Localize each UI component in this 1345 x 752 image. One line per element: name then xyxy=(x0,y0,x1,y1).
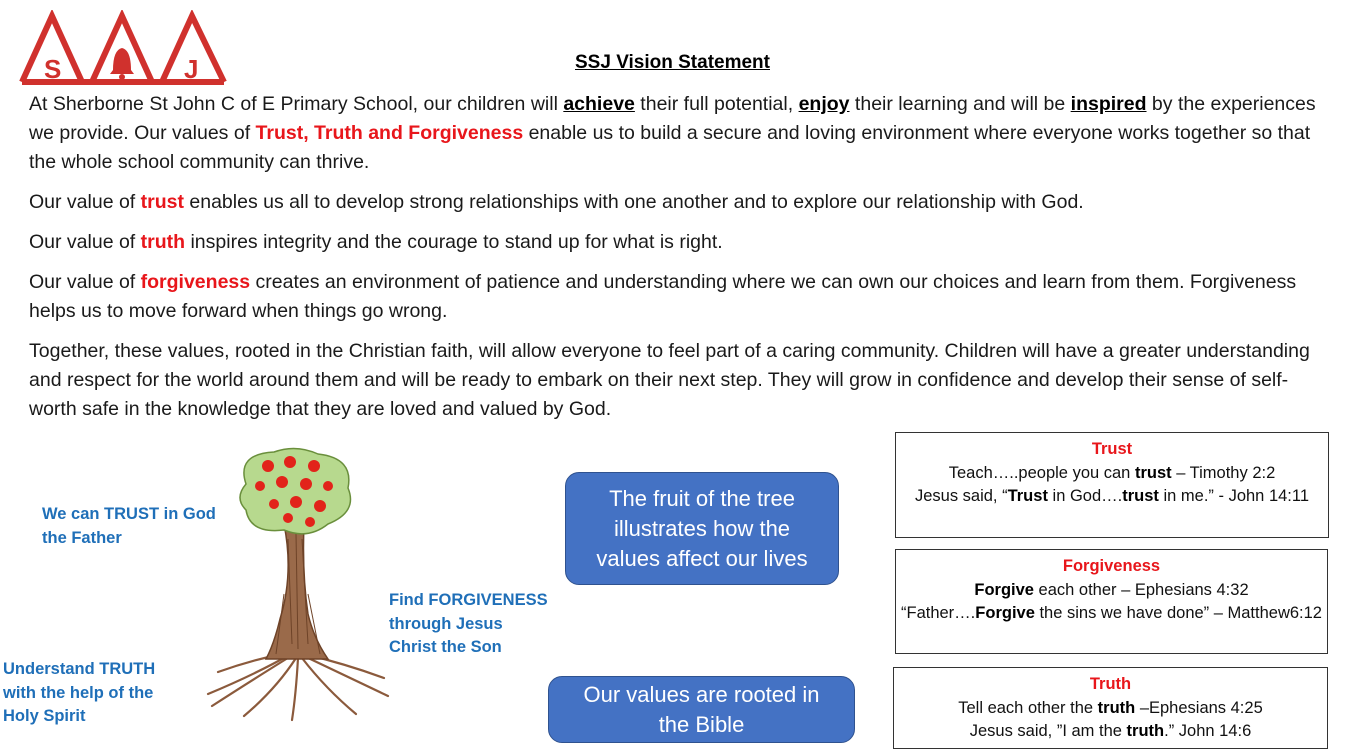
keyword-forgiveness: forgiveness xyxy=(140,271,251,293)
keyword-values: Trust, Truth and Forgiveness xyxy=(255,122,524,144)
forgiveness-verse-1: Forgive each other – Ephesians 4:32 xyxy=(974,580,1249,599)
bell-clapper-icon xyxy=(119,74,125,80)
truth-paragraph: Our value of truth inspires integrity an… xyxy=(29,231,723,253)
truth-verse-1: Tell each other the truth –Ephesians 4:2… xyxy=(958,698,1263,717)
tree-illustration xyxy=(206,447,390,722)
trunk-bark-lines xyxy=(275,533,321,655)
forgiveness-paragraph: Our value of forgiveness creates an envi… xyxy=(29,271,1297,322)
tree-roots xyxy=(206,650,390,722)
logo-letter-j: J xyxy=(184,54,198,84)
trust-verse-2: Jesus said, “Trust in God….trust in me.”… xyxy=(914,487,1310,505)
forgiveness-box-title: Forgiveness xyxy=(1062,557,1161,575)
bell-icon xyxy=(110,48,134,74)
bible-callout: Our values are rooted in the Bible xyxy=(548,676,855,743)
forgiveness-scripture-box: Forgiveness Forgive each other – Ephesia… xyxy=(895,549,1328,654)
logo-roof-left xyxy=(19,10,85,84)
logo-roof-middle xyxy=(89,10,155,84)
trust-paragraph: Our value of trust enables us all to dev… xyxy=(29,191,1084,213)
truth-box-title: Truth xyxy=(1089,675,1132,693)
intro-paragraph: At Sherborne St John C of E Primary Scho… xyxy=(29,93,1316,173)
logo-roof-right xyxy=(159,10,227,84)
forgiveness-verse-2: “Father….Forgive the sins we have done” … xyxy=(901,604,1322,622)
trust-box-title: Trust xyxy=(1091,440,1133,458)
keyword-trust: trust xyxy=(140,191,184,213)
fruit-callout: The fruit of the tree illustrates how th… xyxy=(565,472,839,585)
together-paragraph: Together, these values, rooted in the Ch… xyxy=(29,340,1310,420)
school-logo: S J xyxy=(19,10,227,85)
page-title: SSJ Vision Statement xyxy=(575,52,770,73)
keyword-enjoy: enjoy xyxy=(798,93,850,115)
truth-verse-2: Jesus said, ”I am the truth.” John 14:6 xyxy=(969,722,1252,740)
apple-icons xyxy=(255,456,333,527)
truth-scripture-box: Truth Tell each other the truth –Ephesia… xyxy=(893,667,1328,749)
forgiveness-label: Find FORGIVENESS through Jesus Christ th… xyxy=(389,591,548,656)
trust-scripture-box: Trust Teach…..people you can trust – Tim… xyxy=(895,432,1329,538)
keyword-inspired: inspired xyxy=(1070,93,1147,115)
logo-letter-s: S xyxy=(44,54,61,84)
trust-verse-1: Teach…..people you can trust – Timothy 2… xyxy=(948,463,1276,482)
trust-label: We can TRUST in God the Father xyxy=(42,505,216,547)
truth-label: Understand TRUTH with the help of the Ho… xyxy=(3,660,156,725)
keyword-achieve: achieve xyxy=(563,93,635,115)
vision-text: At Sherborne St John C of E Primary Scho… xyxy=(29,90,1319,435)
keyword-truth: truth xyxy=(140,231,186,253)
